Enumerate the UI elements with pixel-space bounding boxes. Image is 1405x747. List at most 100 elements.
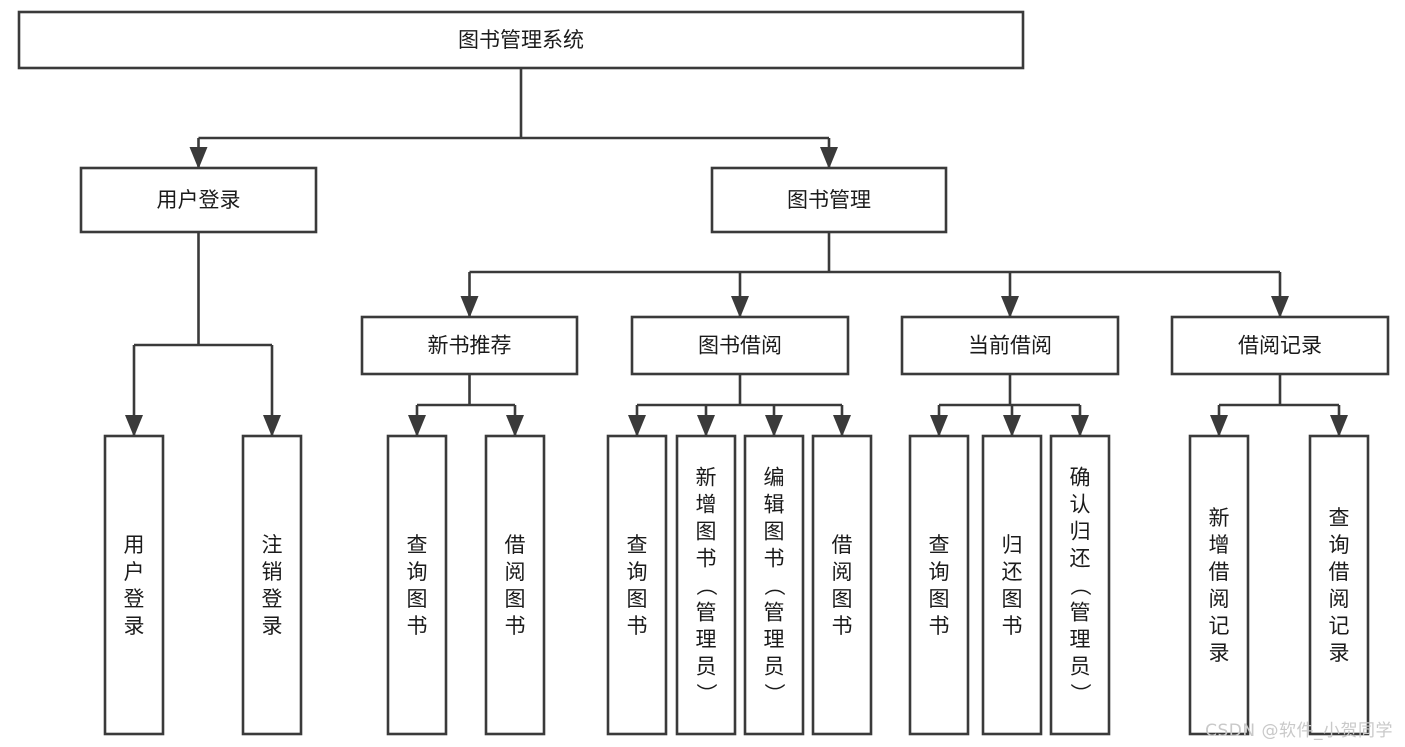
arrow-head-icon (1001, 296, 1019, 318)
node-label-char: 询 (407, 560, 428, 584)
node-label-char: 书 (929, 614, 950, 638)
arrow-head-icon (125, 415, 143, 437)
node-label-char: 理 (696, 628, 717, 652)
node-level2-2[interactable]: 当前借阅 (900, 315, 1120, 376)
node-label-char: 借 (505, 533, 526, 557)
node-label-char: 确 (1070, 466, 1091, 490)
node-label-char: 录 (262, 614, 283, 638)
node-label-char: 登 (124, 587, 145, 611)
node-label-char: 阅 (1209, 587, 1230, 611)
nodes-layer: 图书管理系统用户登录图书管理新书推荐图书借阅当前借阅借阅记录用户登录注销登录查询… (17, 10, 1390, 736)
node-box[interactable] (1049, 434, 1111, 736)
node-box[interactable] (900, 315, 1120, 376)
node-label-char: 增 (696, 493, 717, 517)
node-label: 图书管理系统 (458, 28, 584, 52)
arrow-head-icon (1071, 415, 1089, 437)
node-label-char: 书 (505, 614, 526, 638)
arrow-head-icon (1330, 415, 1348, 437)
node-label-char: 阅 (505, 560, 526, 584)
node-label-char: 书 (696, 547, 717, 571)
edges-layer (125, 68, 1348, 437)
node-box[interactable] (1188, 434, 1250, 736)
node-label-char: 书 (764, 547, 785, 571)
node-label-char: 登 (262, 587, 283, 611)
node-box[interactable] (710, 166, 948, 234)
node-label-char: 录 (1329, 641, 1350, 665)
node-level2-1[interactable]: 图书借阅 (630, 315, 850, 376)
node-label-char: 销 (262, 560, 283, 584)
node-level2-3[interactable]: 借阅记录 (1170, 315, 1390, 376)
node-box[interactable] (606, 434, 668, 736)
node-label-char: 记 (1329, 614, 1350, 638)
node-box[interactable] (743, 434, 805, 736)
node-root-0[interactable]: 图书管理系统 (17, 10, 1025, 70)
node-label-char: 新 (1209, 506, 1230, 530)
node-label-char: 理 (1070, 628, 1091, 652)
node-label-char: 查 (407, 533, 428, 557)
node-box[interactable] (386, 434, 448, 736)
node-box[interactable] (360, 315, 579, 376)
node-label-char: 还 (1002, 560, 1023, 584)
node-label-char: 辑 (764, 493, 785, 517)
node-label-char: 编 (764, 466, 785, 490)
node-label-char: 归 (1002, 533, 1023, 557)
node-label-char: （ (1068, 575, 1092, 596)
node-label-char: 查 (627, 533, 648, 557)
node-level2-0[interactable]: 新书推荐 (360, 315, 579, 376)
node-label: 用户登录 (157, 188, 241, 212)
node-label-char: 图 (1002, 587, 1023, 611)
node-box[interactable] (1308, 434, 1370, 736)
node-label-char: 借 (832, 533, 853, 557)
node-box[interactable] (17, 10, 1025, 70)
node-label-char: 图 (929, 587, 950, 611)
node-label-char: （ (762, 575, 786, 596)
node-box[interactable] (675, 434, 737, 736)
arrow-head-icon (930, 415, 948, 437)
node-label-char: 还 (1070, 547, 1091, 571)
arrow-head-icon (408, 415, 426, 437)
node-label-char: 阅 (1329, 587, 1350, 611)
arrow-head-icon (833, 415, 851, 437)
node-box[interactable] (630, 315, 850, 376)
node-box[interactable] (811, 434, 873, 736)
node-level1-0[interactable]: 用户登录 (79, 166, 318, 234)
node-label-char: 认 (1070, 493, 1091, 517)
arrow-head-icon (460, 296, 479, 318)
node-label-char: 询 (627, 560, 648, 584)
node-label-char: 归 (1070, 520, 1091, 544)
node-box[interactable] (103, 434, 165, 736)
node-box[interactable] (241, 434, 303, 736)
node-label-char: 录 (1209, 641, 1230, 665)
node-label-char: ） (762, 683, 786, 704)
node-label-char: 图 (696, 520, 717, 544)
node-level1-1[interactable]: 图书管理 (710, 166, 948, 234)
arrow-head-icon (263, 415, 281, 437)
node-label-char: 书 (1002, 614, 1023, 638)
node-box[interactable] (484, 434, 546, 736)
arrow-head-icon (765, 415, 783, 437)
node-box[interactable] (908, 434, 970, 736)
node-box[interactable] (981, 434, 1043, 736)
arrow-head-icon (731, 296, 749, 318)
node-label-char: 增 (1209, 533, 1230, 557)
node-box[interactable] (79, 166, 318, 234)
node-box[interactable] (1170, 315, 1390, 376)
node-label-char: 员 (764, 655, 785, 679)
arrow-head-icon (1003, 415, 1021, 437)
node-leaf-0[interactable]: 用户登录 (103, 434, 165, 736)
arrow-head-icon (1210, 415, 1228, 437)
arrow-head-icon (820, 147, 838, 169)
